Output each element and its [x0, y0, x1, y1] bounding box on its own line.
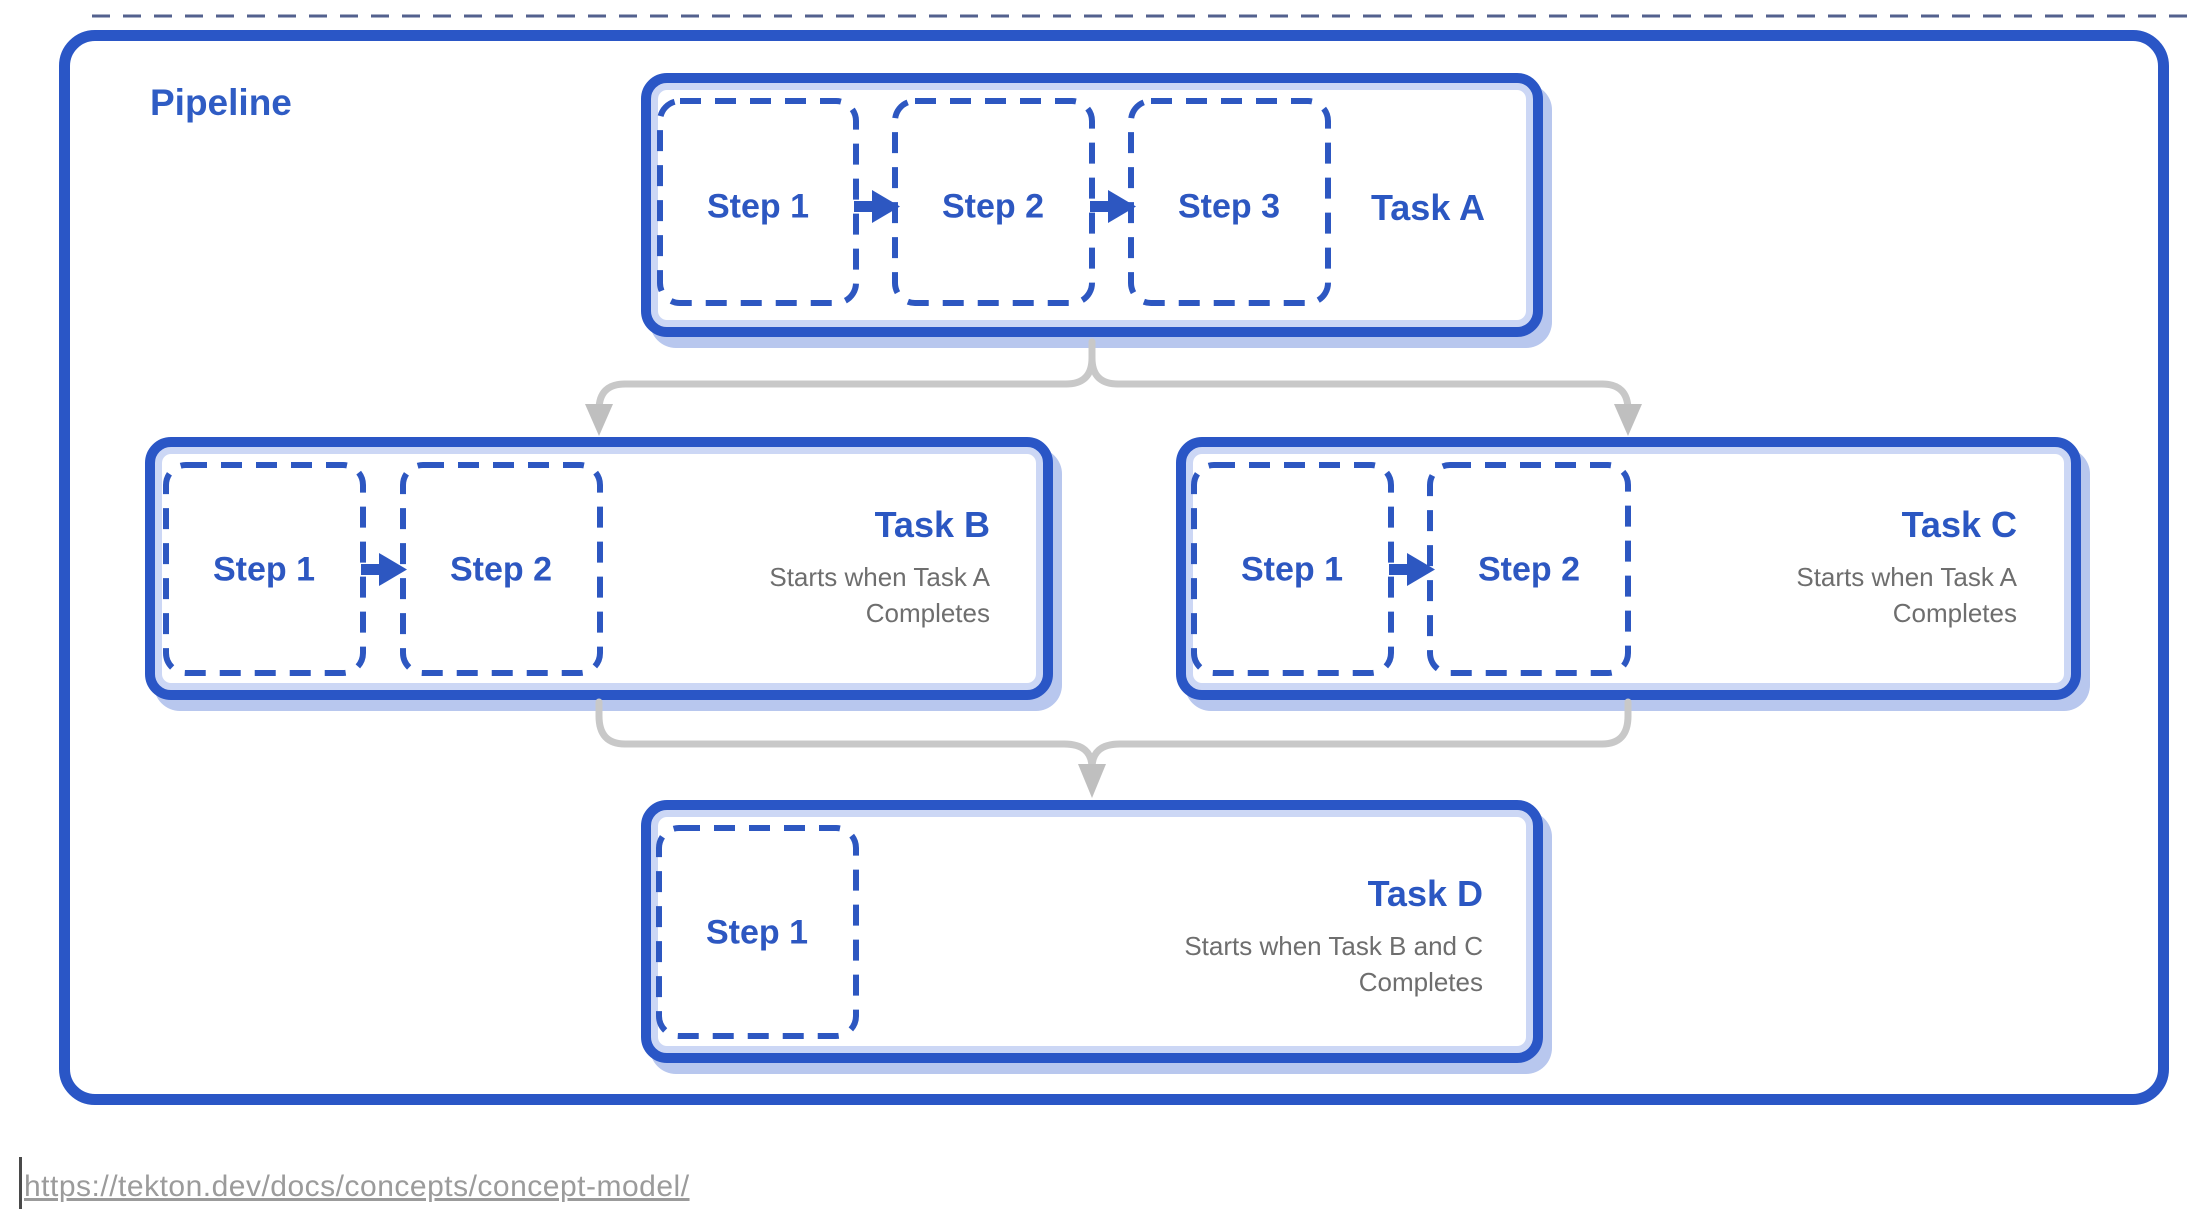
task-d-title: Task D	[1367, 873, 1483, 914]
task-b-subtitle: Starts when Task A Completes	[769, 562, 990, 628]
task-d-subtitle: Starts when Task B and C Completes	[1184, 931, 1483, 997]
task-b-step-1-label: Step 1	[212, 550, 316, 589]
task-c-step-1-label: Step 1	[1240, 550, 1344, 589]
task-a-step-3-label: Step 3	[1177, 187, 1281, 226]
text-cursor	[19, 1157, 22, 1209]
task-a-title: Task A	[1370, 187, 1485, 228]
task-c-title: Task C	[1901, 504, 2017, 545]
task-d-step-1-label: Step 1	[705, 913, 809, 952]
footer-url-link[interactable]: https://tekton.dev/docs/concepts/concept…	[24, 1170, 690, 1203]
task-c-step-2-label: Step 2	[1477, 550, 1581, 589]
pipeline-title: Pipeline	[150, 82, 292, 123]
task-a-step-1-label: Step 1	[706, 187, 810, 226]
task-b-step-2-label: Step 2	[449, 550, 553, 589]
task-c-subtitle: Starts when Task A Completes	[1796, 562, 2017, 628]
task-b-title: Task B	[874, 504, 990, 545]
task-a-step-2-label: Step 2	[941, 187, 1045, 226]
